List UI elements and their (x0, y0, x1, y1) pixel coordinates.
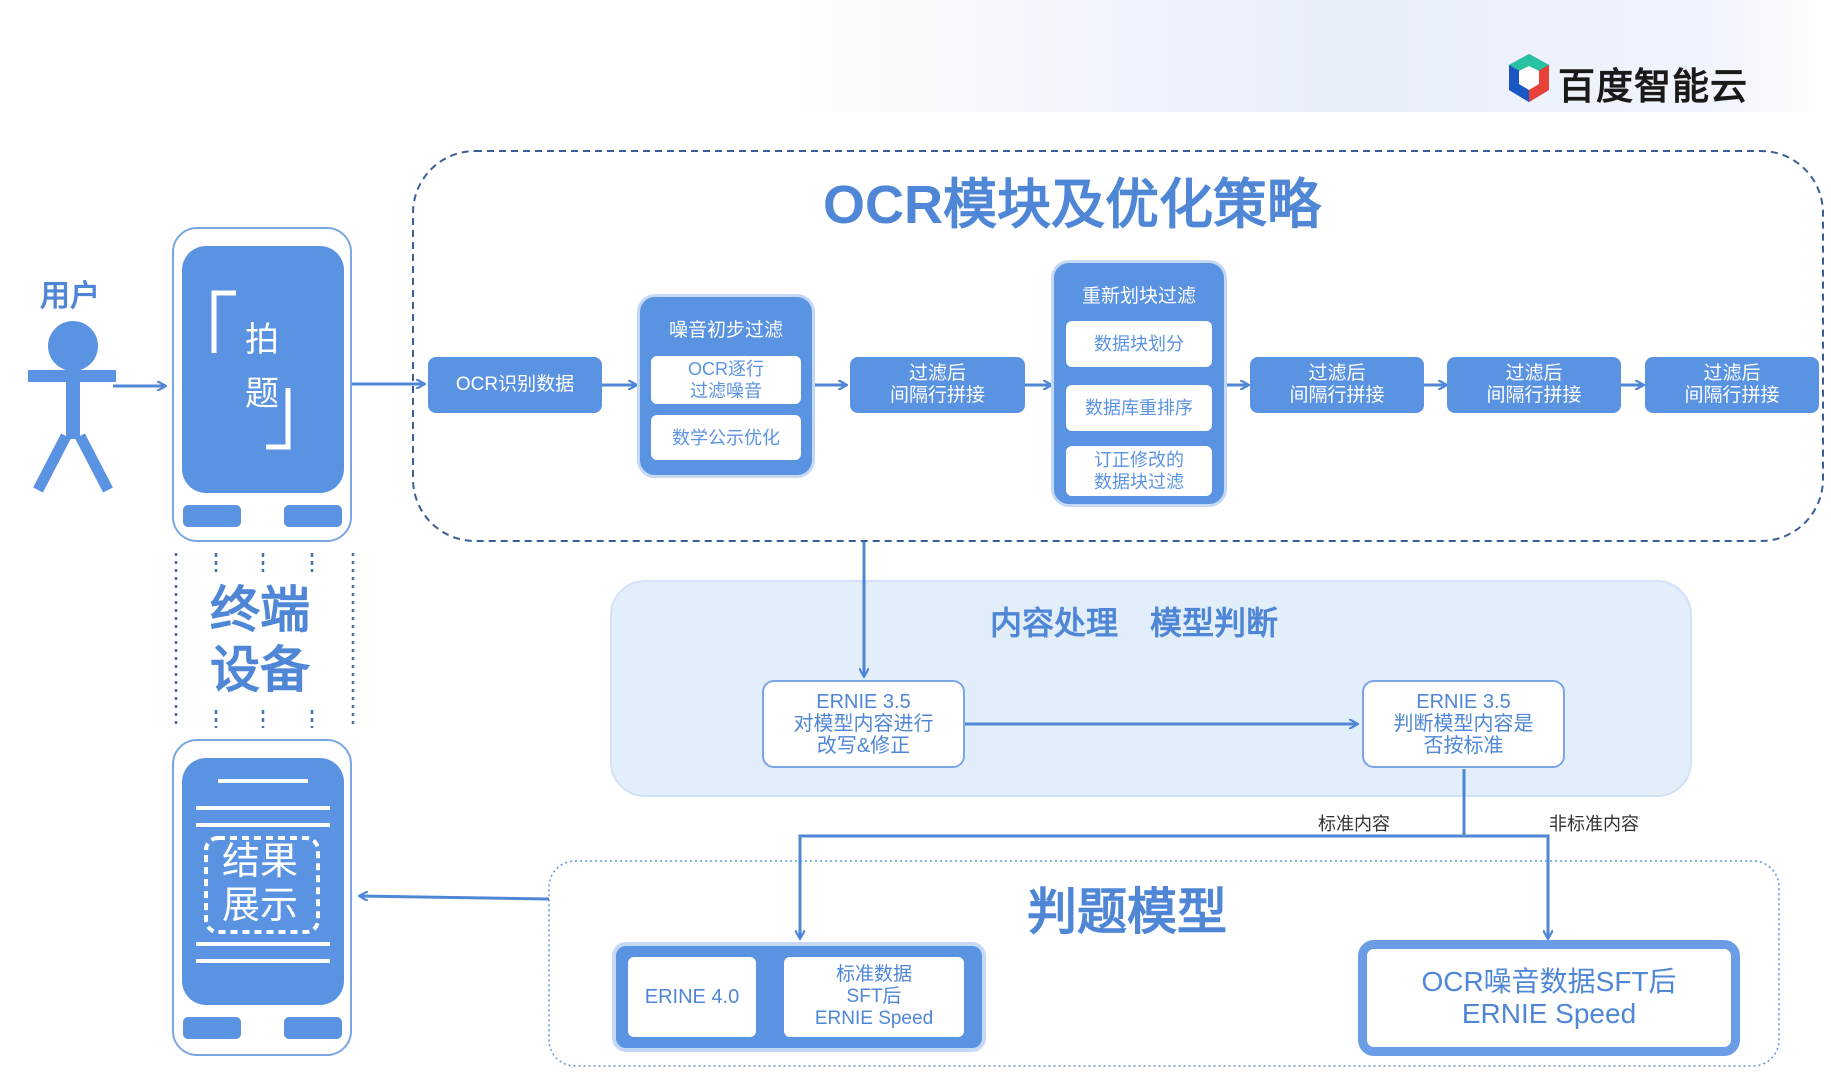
concat-box-4-line2: 间隔行拼接 (1684, 385, 1780, 406)
concat-box-1-line1: 过滤后 (908, 363, 966, 384)
noise-sft-model-box: OCR噪音数据SFT后 ERNIE Speed (1358, 940, 1740, 1056)
concat-box-2: 过滤后 间隔行拼接 (1250, 357, 1424, 413)
ernie-judge-line1: ERNIE 3.5 (1416, 691, 1511, 713)
result-label-line1: 结果 (222, 841, 299, 883)
standard-sft-box: 标准数据 SFT后 ERNIE Speed (784, 957, 964, 1037)
ernie-rewrite-line2: 对模型内容进行 (793, 713, 934, 735)
concat-box-3: 过滤后 间隔行拼接 (1447, 357, 1621, 413)
noise-filter-ocr-line-box: OCR逐行 过滤噪音 (651, 356, 801, 404)
noise-filter-header: 噪音初步过滤 (668, 320, 783, 341)
concat-box-2-line2: 间隔行拼接 (1289, 385, 1385, 406)
erine40-label: ERINE 4.0 (644, 986, 740, 1008)
brand-name: 百度智能云 (1558, 66, 1748, 107)
judge-section-frame (548, 860, 1780, 1067)
noise-filter-item2: 数学公示优化 (672, 427, 780, 448)
noise-filter-group: 噪音初步过滤 OCR逐行 过滤噪音 数学公示优化 (637, 294, 815, 478)
concat-box-1-line2: 间隔行拼接 (889, 385, 985, 406)
ernie-rewrite-line3: 改写&修正 (816, 735, 911, 757)
ocr-section-title: OCR模块及优化策略 (823, 175, 1321, 235)
terminal-label-line2: 设备 (210, 642, 310, 698)
standard-sft-line2: SFT后 (846, 986, 902, 1007)
standard-sft-line3: ERNIE Speed (814, 1008, 934, 1029)
rechunk-item3-line1: 订正修改的 (1094, 450, 1184, 470)
ernie-judge-line2: 判断模型内容是 (1393, 713, 1534, 735)
ocr-section-frame (412, 150, 1824, 542)
concat-box-3-line2: 间隔行拼接 (1486, 385, 1582, 406)
rechunk-reorder-box: 数据库重排序 (1066, 385, 1212, 431)
ernie-judge-line3: 否按标准 (1423, 735, 1504, 757)
device-connector-ticks (214, 553, 314, 728)
arrow-judge-model-to-result (360, 896, 550, 899)
content-section-title: 内容处理 模型判断 (990, 605, 1279, 641)
label-standard-content: 标准内容 (1318, 814, 1390, 834)
standard-sft-line1: 标准数据 (835, 964, 912, 985)
concat-box-2-line1: 过滤后 (1308, 363, 1366, 384)
rechunk-split-box: 数据块划分 (1066, 321, 1212, 367)
noise-filter-item1-line1: OCR逐行 (688, 359, 764, 379)
noise-filter-math-box: 数学公示优化 (651, 415, 801, 460)
rechunk-item1: 数据块划分 (1094, 334, 1184, 354)
concat-box-4: 过滤后 间隔行拼接 (1645, 357, 1819, 413)
user-label: 用户 (40, 280, 100, 313)
rechunk-group: 重新划块过滤 数据块划分 数据库重排序 订正修改的 数据块过滤 (1051, 260, 1227, 507)
noise-sft-line1: OCR噪音数据SFT后 (1421, 966, 1677, 997)
ernie-rewrite-line1: ERNIE 3.5 (816, 691, 911, 713)
noise-filter-item1-line2: 过滤噪音 (690, 381, 762, 401)
ocr-data-label: OCR识别数据 (455, 374, 575, 395)
rechunk-item2: 数据库重排序 (1085, 398, 1193, 418)
rechunk-header: 重新划块过滤 (1081, 286, 1196, 307)
terminal-label-line1: 终端 (210, 582, 310, 638)
photo-device-icon (172, 227, 352, 542)
noise-sft-line2: ERNIE Speed (1461, 998, 1637, 1029)
result-device-icon (172, 739, 352, 1056)
judge-section-title: 判题模型 (1027, 884, 1227, 940)
concat-box-1: 过滤后 间隔行拼接 (850, 357, 1025, 413)
arrow-judge-to-nonstandard (1464, 834, 1548, 938)
user-figure-icon (28, 321, 116, 493)
device-connector-lines (174, 553, 355, 728)
ernie-judge-box: ERNIE 3.5 判断模型内容是 否按标准 (1362, 680, 1565, 768)
rechunk-correct-box: 订正修改的 数据块过滤 (1066, 446, 1212, 496)
concat-box-4-line1: 过滤后 (1703, 363, 1761, 384)
photo-label-1: 拍 (245, 321, 279, 359)
ocr-data-box: OCR识别数据 (428, 357, 602, 413)
baidu-cloud-logo-icon (1509, 54, 1549, 102)
arrow-judge-to-standard (800, 769, 1466, 938)
concat-box-3-line1: 过滤后 (1505, 363, 1563, 384)
photo-label-2: 题 (245, 375, 279, 413)
result-label-line2: 展示 (222, 885, 299, 927)
standard-model-group: ERINE 4.0 标准数据 SFT后 ERNIE Speed (612, 942, 986, 1052)
label-nonstandard-content: 非标准内容 (1549, 814, 1639, 834)
erine40-box: ERINE 4.0 (628, 957, 756, 1037)
rechunk-item3-line2: 数据块过滤 (1094, 472, 1184, 492)
header-glow (750, 0, 1831, 112)
ernie-rewrite-box: ERNIE 3.5 对模型内容进行 改写&修正 (762, 680, 965, 768)
